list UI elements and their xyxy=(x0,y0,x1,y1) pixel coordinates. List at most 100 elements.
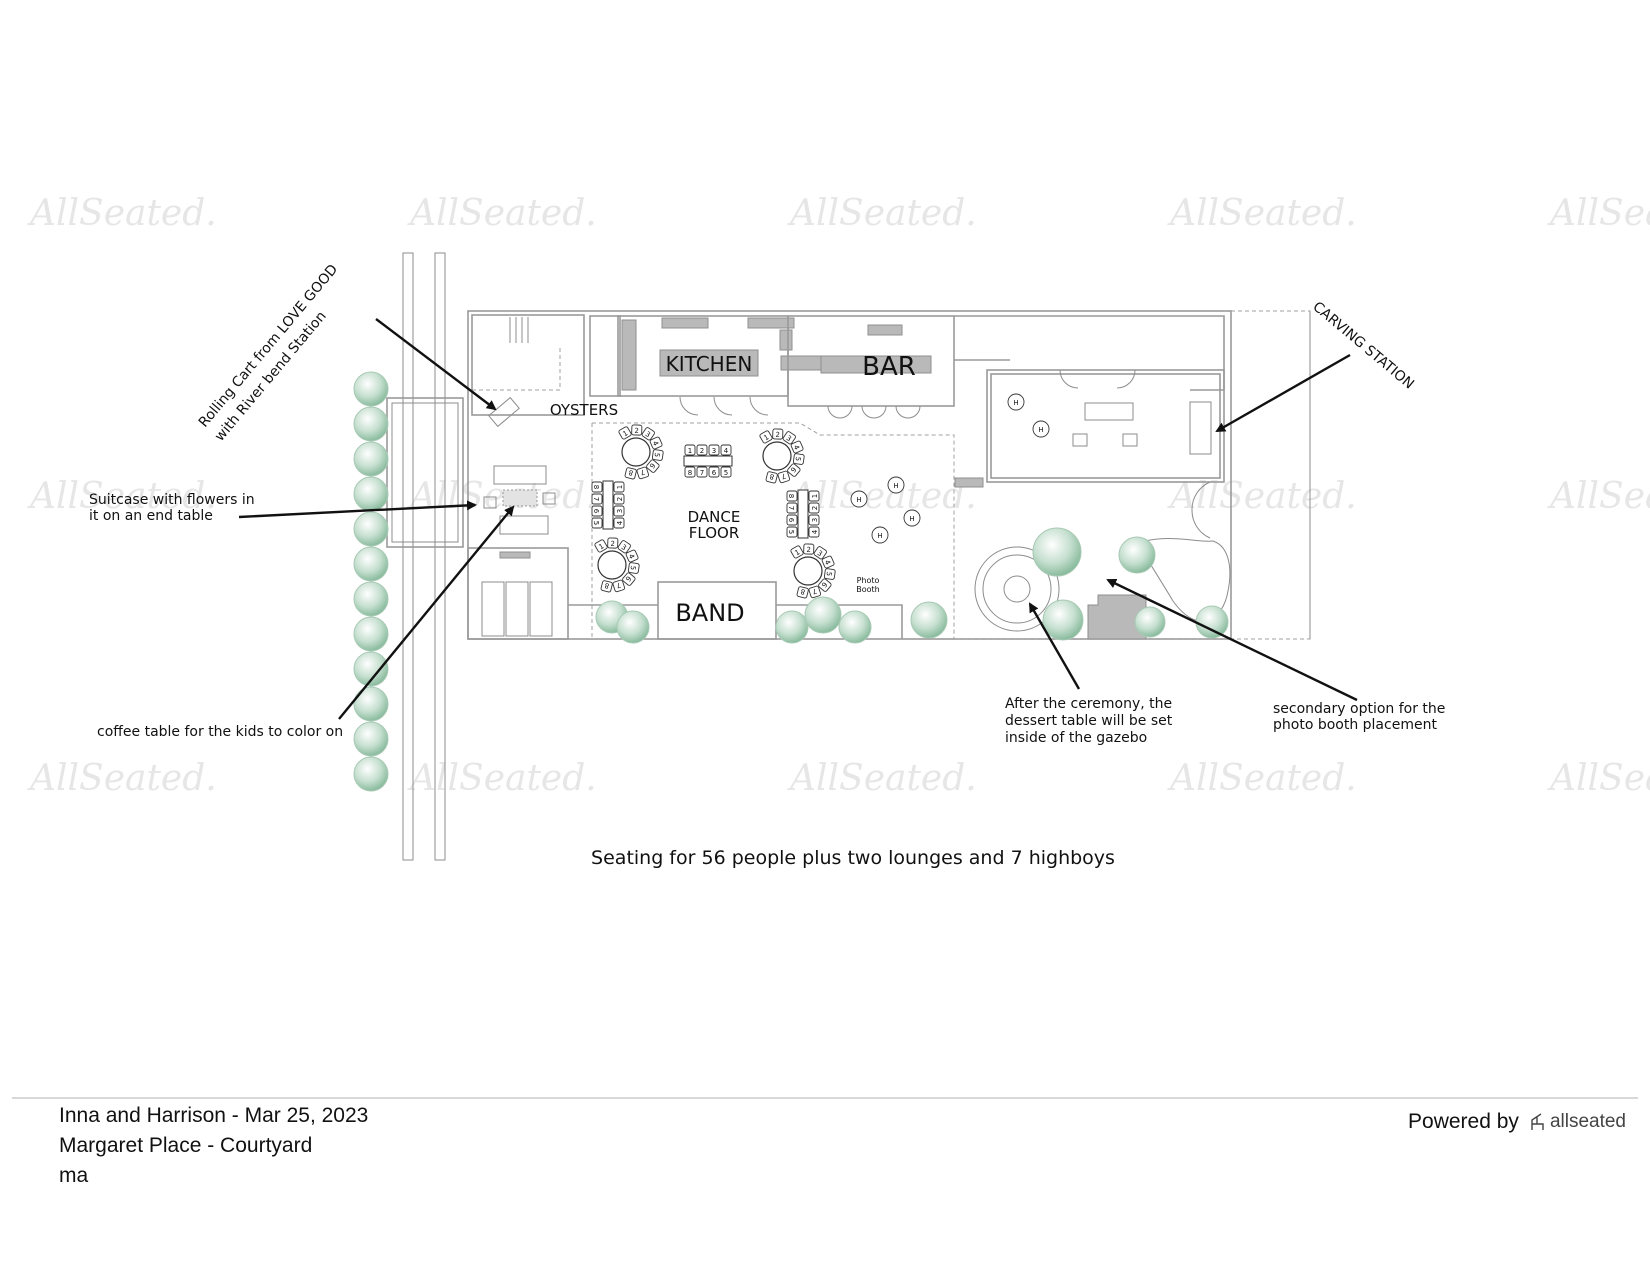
seat: 8 xyxy=(591,481,603,493)
photo-booth-label-1: Photo xyxy=(857,576,880,585)
svg-text:dessert table will be set: dessert table will be set xyxy=(1005,713,1173,729)
seat: 2 xyxy=(631,424,643,436)
svg-text:3: 3 xyxy=(620,543,628,552)
seat: 7 xyxy=(612,579,626,593)
svg-text:8: 8 xyxy=(592,485,600,489)
seat: 5 xyxy=(792,453,805,465)
seat: 3 xyxy=(641,427,655,441)
footer-divider xyxy=(12,1097,1638,1099)
highboy-table: H xyxy=(887,476,905,494)
svg-text:6: 6 xyxy=(623,574,632,583)
seat: 5 xyxy=(720,466,732,478)
seat: 8 xyxy=(624,467,637,480)
svg-text:AllSeated.: AllSeated. xyxy=(407,758,597,799)
seat: 5 xyxy=(823,568,836,580)
seat: 2 xyxy=(803,543,815,555)
svg-text:7: 7 xyxy=(780,471,787,480)
svg-text:2: 2 xyxy=(775,431,780,439)
svg-text:4: 4 xyxy=(616,520,624,525)
footer-event: Inna and Harrison - Mar 25, 2023 xyxy=(59,1104,369,1127)
svg-text:1: 1 xyxy=(763,433,771,442)
svg-text:3: 3 xyxy=(785,434,793,443)
coffee-table xyxy=(502,489,538,507)
footer-venue: Margaret Place - Courtyard xyxy=(59,1134,313,1157)
band-label: BAND xyxy=(675,599,744,627)
highboy-table: H xyxy=(1032,420,1050,438)
courtyard-trees xyxy=(595,527,1229,644)
bar-label: BAR xyxy=(862,352,916,382)
tree xyxy=(353,686,389,722)
svg-text:5: 5 xyxy=(794,456,803,462)
svg-text:photo booth placement: photo booth placement xyxy=(1273,717,1437,733)
tree xyxy=(353,476,389,512)
seat: 1 xyxy=(684,444,696,456)
svg-text:4: 4 xyxy=(627,553,636,561)
seat: 8 xyxy=(684,466,696,478)
svg-text:6: 6 xyxy=(712,469,717,477)
seat: 5 xyxy=(786,526,798,538)
oysters-label: OYSTERS xyxy=(550,401,618,419)
svg-text:8: 8 xyxy=(604,581,610,590)
lounge-room xyxy=(986,369,1225,483)
seat: 1 xyxy=(594,539,608,553)
highboy-table: H xyxy=(1007,393,1025,411)
tree xyxy=(353,406,389,442)
highboy-table: H xyxy=(850,490,868,508)
seat: 1 xyxy=(808,490,820,502)
svg-text:6: 6 xyxy=(788,465,797,474)
allseated-logo[interactable]: allseated xyxy=(1529,1111,1626,1133)
svg-text:7: 7 xyxy=(592,497,600,501)
round-table xyxy=(621,437,651,467)
tree xyxy=(353,581,389,617)
svg-text:inside of the gazebo: inside of the gazebo xyxy=(1005,730,1147,746)
seat: 4 xyxy=(720,444,732,456)
seat: 6 xyxy=(646,459,660,473)
carving-station-table xyxy=(1189,401,1212,455)
watermarks: AllSeated. AllSeated. AllSeated. AllSeat… xyxy=(27,193,1650,799)
seat: 1 xyxy=(759,430,773,444)
svg-text:coffee table for the kids to c: coffee table for the kids to color on xyxy=(97,724,343,740)
svg-text:3: 3 xyxy=(712,447,716,455)
seat: 1 xyxy=(618,426,632,440)
lounge-sofa-bottom xyxy=(499,515,549,535)
svg-text:7: 7 xyxy=(700,469,704,477)
tree xyxy=(353,511,389,547)
svg-text:CARVING STATION: CARVING STATION xyxy=(1309,299,1416,393)
svg-text:6: 6 xyxy=(787,518,795,523)
kitchen-counter xyxy=(659,349,759,377)
svg-text:5: 5 xyxy=(629,565,638,571)
svg-text:AllSeated.: AllSeated. xyxy=(787,193,977,234)
seat: 4 xyxy=(808,526,820,538)
svg-text:1: 1 xyxy=(622,429,630,438)
seat: 6 xyxy=(591,505,603,517)
annotation-coffee-table: coffee table for the kids to color on xyxy=(97,505,515,740)
tree-row xyxy=(353,371,389,792)
svg-text:AllSeated.: AllSeated. xyxy=(1547,193,1650,234)
photo-booth-label-2: Booth xyxy=(856,585,879,594)
svg-text:4: 4 xyxy=(823,559,832,567)
highboy-table: H xyxy=(871,526,889,544)
svg-text:1: 1 xyxy=(616,485,624,489)
seat: 3 xyxy=(613,505,625,517)
svg-text:H: H xyxy=(1038,426,1043,434)
svg-text:1: 1 xyxy=(811,494,819,498)
building xyxy=(467,310,1311,640)
svg-text:2: 2 xyxy=(806,546,811,554)
svg-text:6: 6 xyxy=(647,461,656,470)
svg-text:6: 6 xyxy=(592,509,600,514)
svg-text:1: 1 xyxy=(688,447,692,455)
svg-text:AllSeated.: AllSeated. xyxy=(27,758,217,799)
banquet-table xyxy=(797,489,809,539)
svg-text:3: 3 xyxy=(811,518,819,522)
svg-text:2: 2 xyxy=(634,427,639,435)
tree xyxy=(353,721,389,757)
annotation-dessert-table: After the ceremony, the dessert table wi… xyxy=(1005,602,1173,746)
seat: 2 xyxy=(607,537,619,549)
svg-text:2: 2 xyxy=(610,540,615,548)
svg-text:8: 8 xyxy=(769,472,775,481)
round-table xyxy=(762,441,792,471)
bar-counter xyxy=(820,355,932,374)
seat: 7 xyxy=(777,470,791,484)
